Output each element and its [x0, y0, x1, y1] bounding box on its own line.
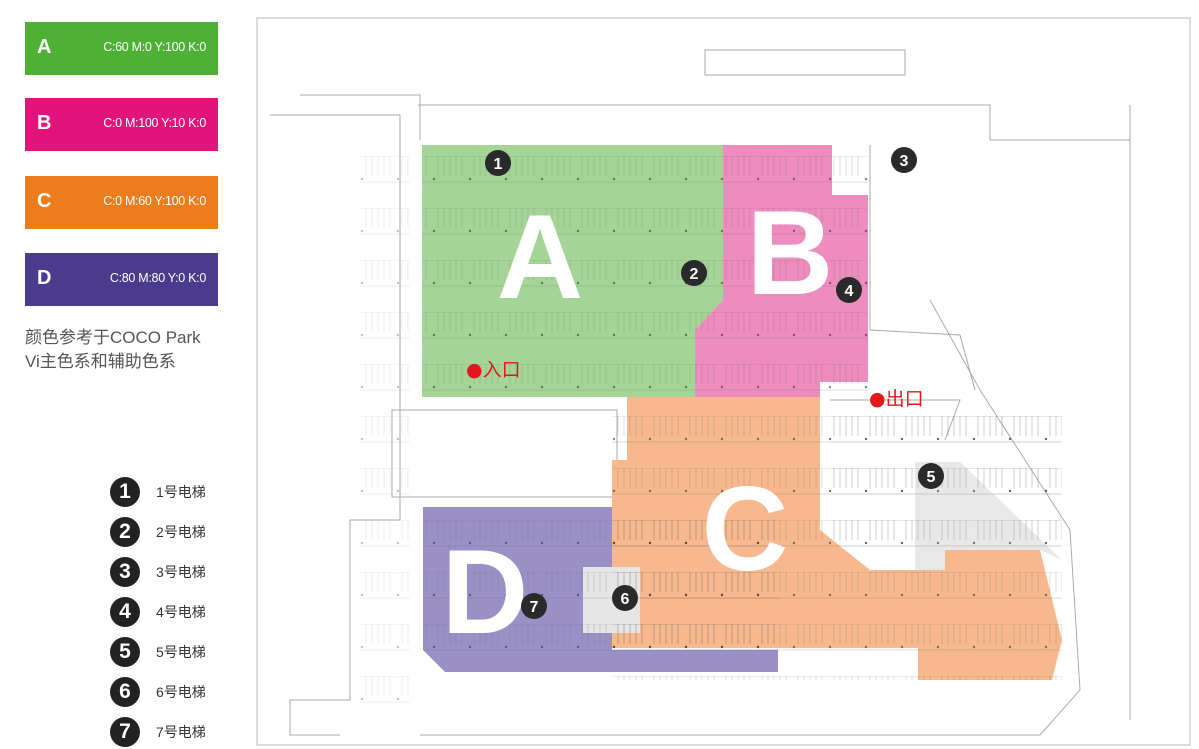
elevator-legend-item: 5 5号电梯	[110, 637, 206, 667]
svg-text:6: 6	[621, 591, 630, 608]
elevator-number-icon: 6	[110, 677, 140, 707]
color-note-line2: Vi主色系和辅助色系	[25, 352, 176, 371]
elevator-marker-5: 5	[918, 463, 944, 489]
elevator-legend-item: 7 7号电梯	[110, 717, 206, 747]
svg-text:4: 4	[845, 283, 854, 300]
svg-text:7: 7	[530, 599, 539, 616]
zone-cmyk: C:0 M:60 Y:100 K:0	[103, 194, 206, 208]
zone-letter: A	[37, 36, 52, 58]
elevator-number-icon: 2	[110, 517, 140, 547]
elevator-number-icon: 7	[110, 717, 140, 747]
zone-label-a: A	[497, 190, 584, 324]
elevator-marker-1: 1	[485, 150, 511, 176]
elevator-label: 5号电梯	[156, 644, 206, 660]
elevator-label: 1号电梯	[156, 484, 206, 500]
elevator-label: 4号电梯	[156, 604, 206, 620]
zone-letter: D	[37, 267, 52, 289]
elevator-label: 7号电梯	[156, 724, 206, 740]
elevator-marker-6: 6	[612, 585, 638, 611]
svg-text:3: 3	[900, 153, 909, 170]
zone-label-b: B	[747, 186, 834, 320]
legend-zone-c: C C:0 M:60 Y:100 K:0	[25, 176, 218, 229]
elevator-marker-4: 4	[836, 277, 862, 303]
zone-cmyk: C:60 M:0 Y:100 K:0	[103, 40, 206, 54]
exit-label: ●出口	[869, 388, 924, 410]
elevator-number-icon: 3	[110, 557, 140, 587]
entrance-label: ●入口	[466, 359, 521, 381]
zone-cmyk: C:0 M:100 Y:10 K:0	[103, 116, 206, 130]
zone-cmyk: C:80 M:80 Y:0 K:0	[109, 271, 206, 285]
legend-zone-a: A C:60 M:0 Y:100 K:0	[25, 22, 218, 75]
zone-letter: B	[37, 112, 52, 134]
elevator-number-icon: 5	[110, 637, 140, 667]
svg-text:2: 2	[690, 266, 699, 283]
elevator-number-icon: 4	[110, 597, 140, 627]
svg-text:1: 1	[494, 156, 503, 173]
elevator-marker-3: 3	[891, 147, 917, 173]
elevator-label: 6号电梯	[156, 684, 206, 700]
elevator-legend-item: 3 3号电梯	[110, 557, 206, 587]
zone-letter: C	[37, 190, 52, 212]
elevator-legend-item: 6 6号电梯	[110, 677, 206, 707]
elevator-marker-7: 7	[521, 593, 547, 619]
elevator-label: 3号电梯	[156, 564, 206, 580]
elevator-marker-2: 2	[681, 260, 707, 286]
elevator-legend-item: 4 4号电梯	[110, 597, 206, 627]
legend-zone-d: D C:80 M:80 Y:0 K:0	[25, 253, 218, 306]
svg-text:5: 5	[927, 469, 936, 486]
elevator-label: 2号电梯	[156, 524, 206, 540]
elevator-legend-item: 1 1号电梯	[110, 477, 206, 507]
legend-zone-b: B C:0 M:100 Y:10 K:0	[25, 98, 218, 151]
zone-label-d: D	[442, 525, 529, 659]
elevator-number-icon: 1	[110, 477, 140, 507]
color-note-line1: 颜色参考于COCO Park	[25, 328, 201, 347]
elevator-legend-item: 2 2号电梯	[110, 517, 206, 547]
zone-label-c: C	[702, 462, 789, 596]
